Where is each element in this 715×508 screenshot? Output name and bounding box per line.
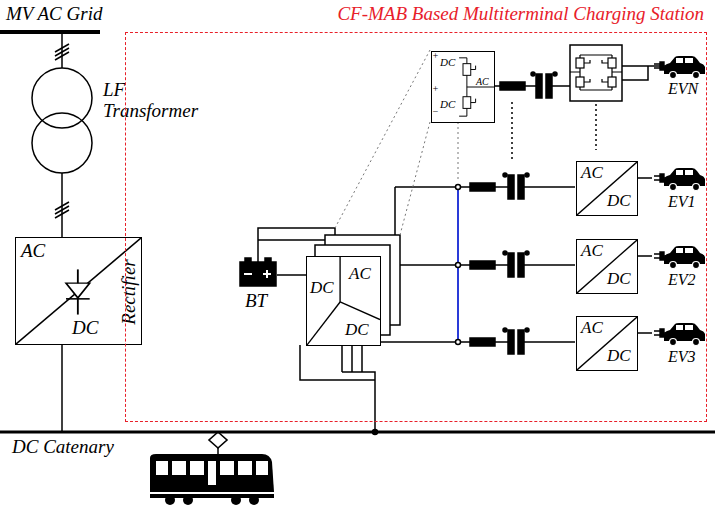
node-text: LF Transformer bbox=[103, 80, 213, 122]
node-text: AC bbox=[581, 242, 603, 261]
ev-label: EVN bbox=[668, 80, 698, 98]
module-detail-box: DC AC DC bbox=[431, 51, 495, 123]
node-text: AC bbox=[581, 164, 603, 183]
wire-connector bbox=[61, 173, 63, 237]
node-text: DC bbox=[345, 321, 369, 340]
ac-dc-converter: ACDC bbox=[576, 316, 638, 371]
node-text: DC bbox=[607, 347, 631, 366]
dc-ac-dc-converter: DC AC DC bbox=[306, 256, 381, 346]
ev-label: EV2 bbox=[668, 271, 696, 289]
charging-station-region: CF-MAB Based Multiterminal Charging Stat… bbox=[125, 32, 707, 422]
node-text: DC bbox=[440, 98, 455, 110]
ac-dc-converter: ACDC bbox=[576, 239, 638, 294]
wire-connector bbox=[277, 274, 306, 276]
node-text: Rectifier bbox=[119, 259, 140, 324]
node-text: AC bbox=[581, 319, 603, 338]
grid-label: MV AC Grid bbox=[6, 4, 102, 25]
ev-label: EV1 bbox=[668, 193, 696, 211]
node-text: DC bbox=[310, 279, 334, 298]
node-text: AC bbox=[21, 241, 45, 262]
node-text: CF-MAB Based Multiterminal Charging Stat… bbox=[337, 4, 704, 25]
transformer-symbol: LF Transformer bbox=[29, 68, 95, 173]
battery-symbol: BT bbox=[241, 263, 277, 287]
polarity-sign: + bbox=[432, 83, 439, 94]
node-text: AC bbox=[349, 265, 371, 284]
node-text: DC bbox=[72, 318, 98, 339]
ac-dc-converter: ACDC bbox=[576, 161, 638, 216]
node-text: DC bbox=[440, 56, 455, 68]
node-text: DC bbox=[607, 192, 631, 211]
ev-label: EV3 bbox=[668, 348, 696, 366]
catenary-label: DC Catenary bbox=[12, 437, 114, 458]
rectifier-box: AC DC Rectifier bbox=[15, 237, 142, 345]
node-text: DC bbox=[607, 270, 631, 289]
node-text: BT bbox=[245, 291, 267, 312]
node-text: AC bbox=[476, 76, 489, 87]
polarity-sign: − bbox=[432, 106, 439, 117]
polarity-sign: + bbox=[432, 50, 439, 61]
